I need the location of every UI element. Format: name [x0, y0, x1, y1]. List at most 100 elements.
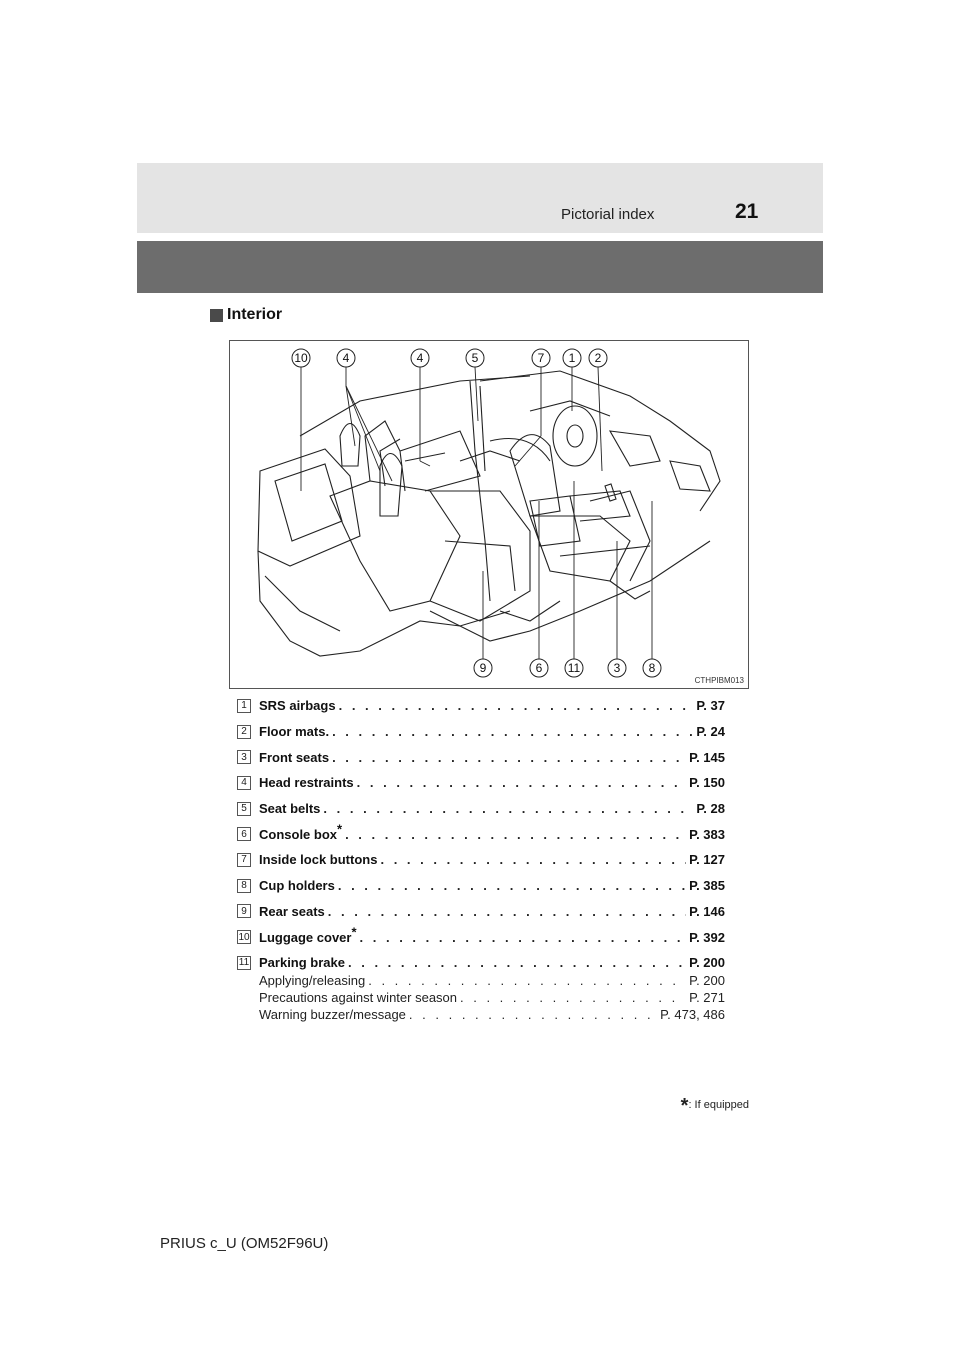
callout-circle	[291, 348, 311, 368]
item-label: Inside lock buttons	[259, 852, 378, 868]
callout-circle	[607, 658, 627, 678]
leader-dots	[380, 852, 686, 867]
leader-dots	[332, 750, 686, 765]
section-heading-text: Interior	[227, 306, 283, 323]
item-number: 1	[237, 698, 251, 713]
figure-code: CTHPIBM013	[694, 676, 744, 685]
item-number: 4	[237, 775, 251, 790]
sub-item: Precautions against winter season P. 271	[259, 989, 725, 1006]
item-label: Head restraints	[259, 775, 354, 791]
callout-circle	[473, 658, 493, 678]
index-item: 6 Console box* P. 383	[237, 821, 725, 847]
item-number: 7	[237, 852, 251, 867]
leader-dots	[348, 955, 686, 970]
item-number: 10	[237, 930, 251, 945]
page-reference[interactable]: P. 200	[689, 972, 725, 988]
footnote-text: : If equipped	[688, 1099, 749, 1111]
item-number: 2	[237, 724, 251, 739]
item-label: Luggage cover*	[259, 924, 357, 945]
callout-label: 11	[568, 661, 581, 675]
page-reference[interactable]: P. 392	[689, 929, 725, 945]
page-reference[interactable]: P. 127	[689, 852, 725, 868]
callout-circle	[531, 348, 551, 368]
index-list: 1 SRS airbags P. 37 2 Floor mats. P. 24 …	[237, 693, 725, 1023]
leader-dots	[357, 775, 686, 790]
page-reference[interactable]: P. 473, 486	[660, 1006, 725, 1022]
callout-label: 1	[569, 351, 576, 365]
callout-label: 4	[417, 351, 424, 365]
item-number: 11	[237, 955, 251, 970]
page-reference[interactable]: P. 37	[696, 698, 725, 714]
parking-brake-sublist: Applying/releasing P. 200 Precautions ag…	[259, 972, 725, 1023]
callout-circle	[410, 348, 430, 368]
index-item: 11 Parking brake P. 200	[237, 950, 725, 976]
item-label: Seat belts	[259, 801, 321, 817]
dark-band	[137, 241, 823, 293]
page-reference[interactable]: P. 24	[696, 724, 725, 740]
index-item: 7 Inside lock buttons P. 127	[237, 847, 725, 873]
interior-figure: 10 4 4 5 7 1 2 9 6 11 3 8 CTHPIBM013	[229, 340, 749, 689]
callout-circle	[562, 348, 582, 368]
index-item: 8 Cup holders P. 385	[237, 873, 725, 899]
item-label: Front seats	[259, 749, 330, 765]
item-label: Rear seats	[259, 903, 325, 919]
page-reference[interactable]: P. 200	[689, 955, 725, 971]
item-number: 8	[237, 878, 251, 893]
header-band	[137, 163, 823, 233]
sub-item-label: Warning buzzer/message	[259, 1006, 406, 1022]
callout-circle	[465, 348, 485, 368]
leader-dots	[460, 990, 686, 1005]
index-item: 4 Head restraints P. 150	[237, 770, 725, 796]
callout-label: 4	[343, 351, 350, 365]
leader-dots	[409, 1007, 657, 1022]
callout-circle	[564, 658, 584, 678]
index-item: 2 Floor mats. P. 24	[237, 719, 725, 745]
page-reference[interactable]: P. 28	[696, 801, 725, 817]
index-item: 3 Front seats P. 145	[237, 744, 725, 770]
page-reference[interactable]: P. 146	[689, 903, 725, 919]
car-interior-illustration: 10 4 4 5 7 1 2 9 6 11 3 8	[257, 348, 721, 678]
leader-dots	[328, 904, 686, 919]
page-reference[interactable]: P. 271	[689, 989, 725, 1005]
item-label: Floor mats.	[259, 724, 330, 740]
footnote-star: *	[680, 1095, 689, 1117]
page-reference[interactable]: P. 383	[689, 826, 725, 842]
model-code: PRIUS c_U (OM52F96U)	[160, 1235, 329, 1252]
callout-circle	[529, 658, 549, 678]
leader-dots	[345, 827, 686, 842]
index-item: 5 Seat belts P. 28	[237, 796, 725, 822]
callout-label: 10	[294, 351, 308, 365]
leader-dots	[338, 878, 686, 893]
item-label: Cup holders	[259, 878, 335, 894]
item-number: 6	[237, 827, 251, 842]
sub-item: Applying/releasing P. 200	[259, 972, 725, 989]
callout-label: 2	[595, 351, 602, 365]
item-label: SRS airbags	[259, 698, 336, 714]
page-reference[interactable]: P. 385	[689, 878, 725, 894]
index-item: 9 Rear seats P. 146	[237, 899, 725, 925]
callout-label: 8	[649, 661, 656, 675]
item-label: Console box*	[259, 821, 343, 842]
leader-dots	[332, 724, 693, 739]
callout-label: 7	[538, 351, 545, 365]
callout-circle	[588, 348, 608, 368]
item-label: Parking brake	[259, 955, 345, 971]
section-title: Pictorial index	[561, 206, 655, 223]
page-reference[interactable]: P. 145	[689, 749, 725, 765]
index-item: 10 Luggage cover* P. 392	[237, 924, 725, 950]
leader-dots	[339, 698, 694, 713]
square-bullet-icon	[210, 308, 223, 322]
index-item: 1 SRS airbags P. 37	[237, 693, 725, 719]
sub-item-label: Precautions against winter season	[259, 989, 458, 1005]
page-number: 21	[735, 200, 759, 223]
callout-circle	[642, 658, 662, 678]
callout-label: 6	[536, 661, 543, 675]
sub-item-label: Applying/releasing	[259, 972, 366, 988]
page-reference[interactable]: P. 150	[689, 775, 725, 791]
section-heading: Interior	[210, 306, 282, 324]
item-number: 3	[237, 750, 251, 765]
callout-circle	[336, 348, 356, 368]
callout-label: 5	[472, 351, 479, 365]
sub-item: Warning buzzer/message P. 473, 486	[259, 1006, 725, 1023]
item-number: 9	[237, 904, 251, 919]
